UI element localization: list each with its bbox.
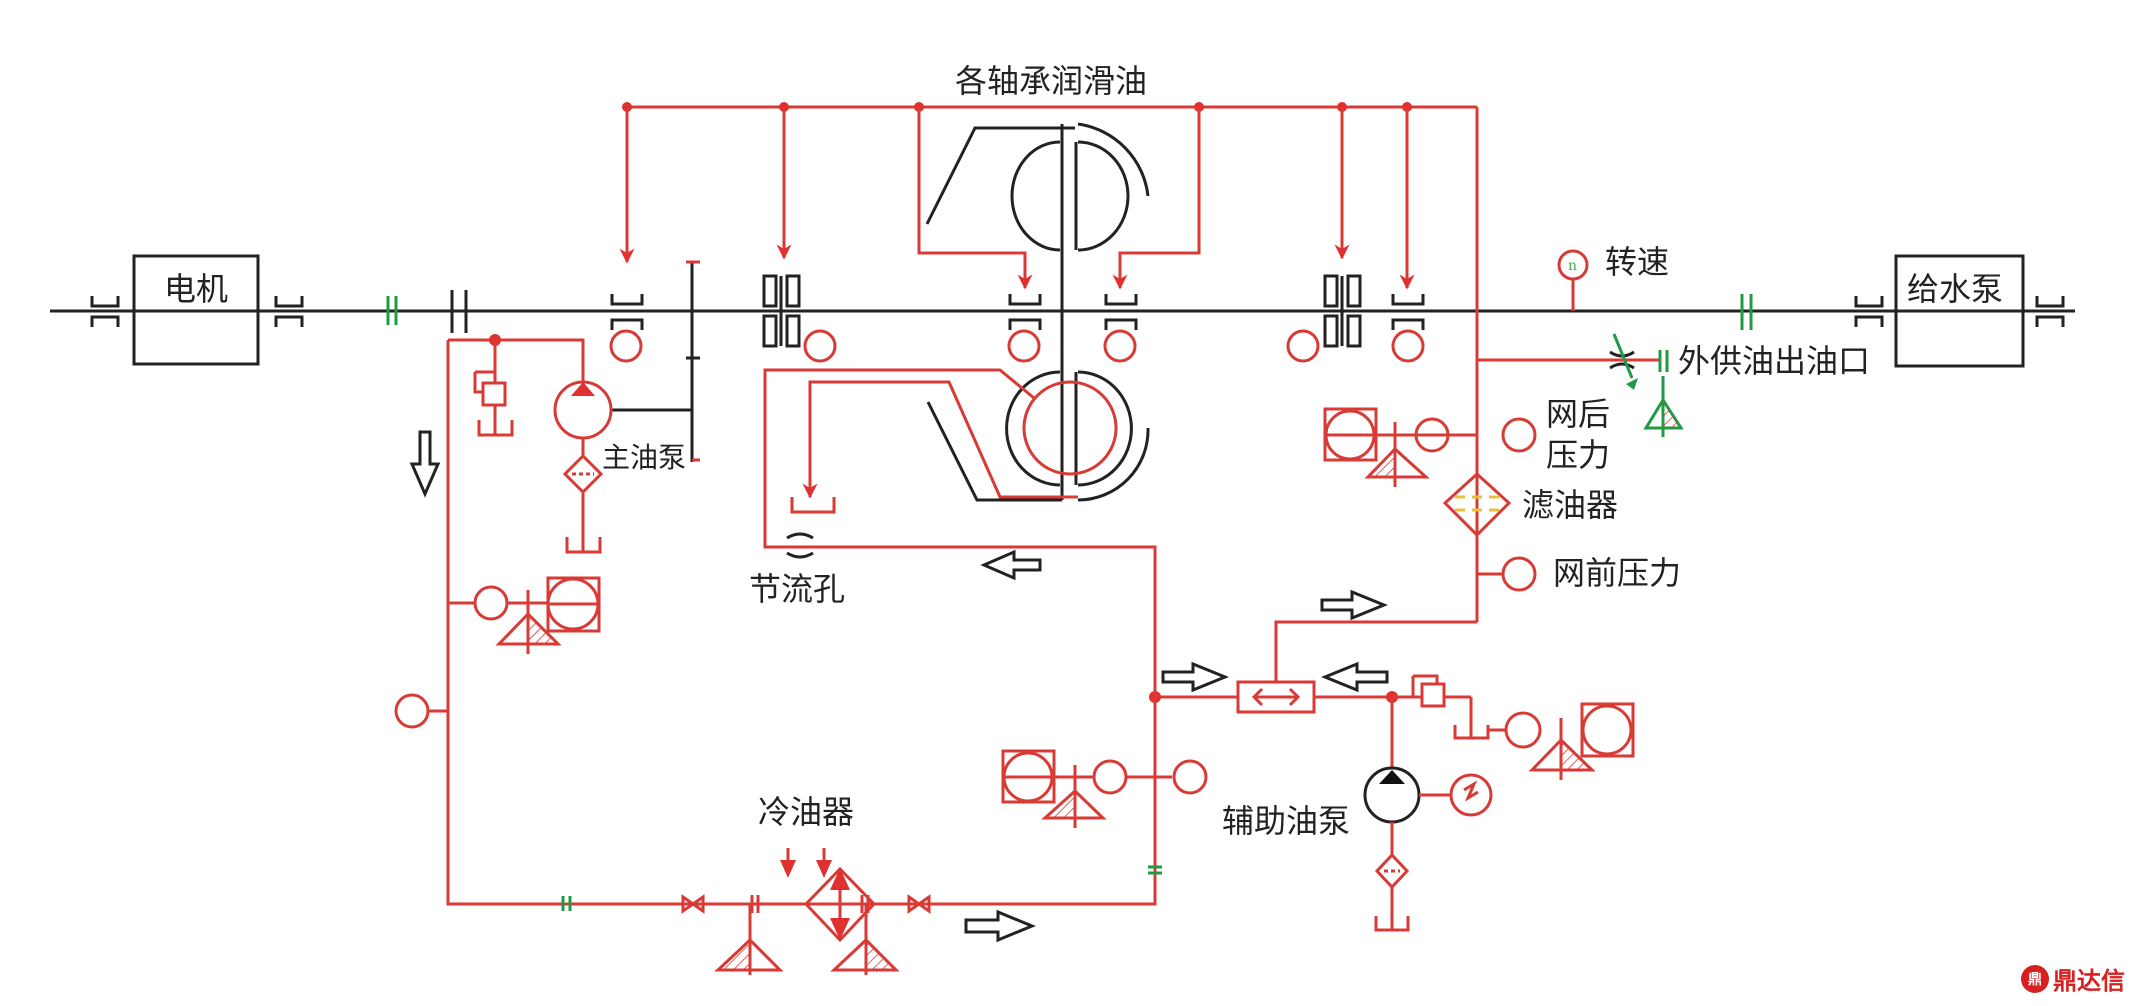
thrust-bearing-2: [1286, 274, 1362, 363]
main-oil-pump-label: 主油泵: [602, 441, 686, 474]
coupling-black-left: [450, 290, 468, 333]
journal-bearing-2: [1007, 294, 1042, 363]
speed-label: 转速: [1605, 243, 1669, 281]
watermark-text: 鼎达信: [2053, 967, 2125, 995]
aux-oil-pump: [1363, 697, 1493, 932]
shuttle-valve: [1149, 680, 1398, 714]
journal-bearing-1: [609, 294, 644, 363]
coupling-green-right: [1740, 294, 1753, 330]
motor: 电机: [132, 254, 260, 366]
oil-filter-label: 滤油器: [1522, 486, 1618, 524]
speed-sensor-symbol: n: [1568, 258, 1577, 274]
motor-bearing-left: [90, 296, 120, 327]
flow-arrow-left-upper: [980, 549, 1042, 581]
flow-arrow-left-shuttle: [1321, 661, 1389, 693]
throttle-label: 节流孔: [749, 570, 845, 608]
feed-pump-label: 给水泵: [1907, 270, 2003, 308]
coupling-green-left: [386, 296, 398, 325]
flow-arrow-right-filter: [1320, 589, 1388, 621]
oil-cooler-label: 冷油器: [758, 793, 854, 831]
gearbox-oil-line: [763, 368, 1157, 697]
flow-arrow-down: [409, 430, 441, 498]
post-filter-pressure-label-1: 网后: [1546, 395, 1610, 433]
feed-pump-bearing-left: [1854, 296, 1884, 327]
oil-line-filter-supply: [1274, 535, 1479, 682]
main-oil-pump: [448, 334, 613, 554]
main-pump-drive-shaft: [612, 260, 700, 462]
watermark-logo: 鼎 鼎达信: [2021, 961, 2125, 996]
pre-filter-pressure-label: 网前压力: [1553, 554, 1681, 592]
external-outlet-label: 外供油出油口: [1678, 342, 1870, 380]
feed-pump: 给水泵: [1894, 254, 2025, 368]
feed-pump-bearing-right: [2035, 296, 2065, 327]
pre-filter-pressure-sensor: [1477, 556, 1537, 592]
main-pump-relief-valve: [473, 340, 514, 437]
left-supply-line: [394, 340, 820, 911]
external-oil-outlet: [1477, 333, 1684, 437]
thrust-bearing-1: [762, 274, 837, 363]
motor-bearing-right: [274, 296, 304, 327]
post-filter-pressure-label-2: 压力: [1546, 436, 1610, 474]
journal-bearing-4: [1391, 294, 1425, 363]
post-filter-pressure-group: [1323, 407, 1537, 487]
title-bearing-lubrication: 各轴承润滑油: [955, 62, 1147, 100]
watermark-icon: 鼎: [2021, 964, 2049, 993]
central-gearbox: [925, 122, 1150, 502]
aux-oil-pump-label: 辅助油泵: [1222, 802, 1350, 840]
aux-relief-valve-group: [1392, 674, 1635, 780]
oil-cooler: [681, 697, 1162, 975]
motor-label: 电机: [164, 270, 228, 308]
bearing-lube-header: [619, 102, 1479, 622]
lube-pressure-group: [1001, 749, 1208, 828]
flow-arrow-right-shuttle: [1161, 661, 1229, 693]
speed-sensor: n: [1557, 249, 1589, 311]
journal-bearing-3: [1103, 294, 1138, 363]
flow-arrow-right-bottom: [964, 909, 1036, 943]
